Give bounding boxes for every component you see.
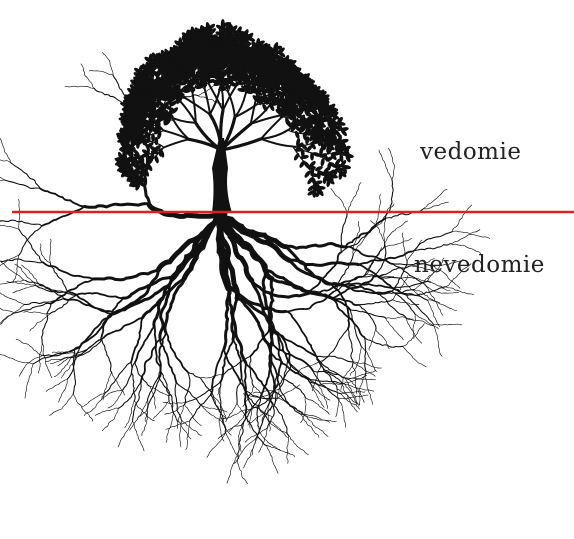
tree-icon [114,19,354,198]
conscious-label: vedomie [420,139,521,165]
unconscious-label: nevedomie [414,252,545,278]
